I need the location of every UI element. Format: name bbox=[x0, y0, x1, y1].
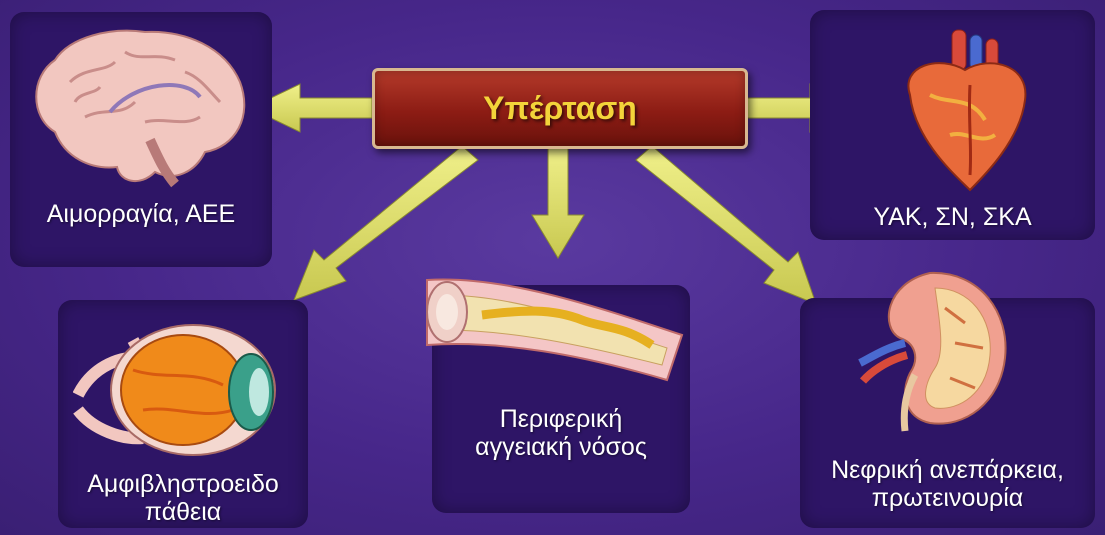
heart-label: ΥΑΚ, ΣΝ, ΣΚΑ bbox=[810, 203, 1095, 231]
center-title: Υπέρταση bbox=[483, 90, 637, 127]
brain-panel: Αιμορραγία, ΑΕΕ bbox=[10, 12, 272, 267]
vessel-label: Περιφερική αγγειακή νόσος bbox=[432, 405, 690, 461]
vessel-panel: Περιφερική αγγειακή νόσος bbox=[432, 285, 690, 513]
blood-vessel-icon bbox=[412, 260, 692, 390]
center-node-hypertension: Υπέρταση bbox=[372, 68, 748, 149]
eye-panel: Αμφιβληστροειδο πάθεια bbox=[58, 300, 308, 528]
brain-icon bbox=[25, 22, 255, 192]
kidney-icon bbox=[845, 263, 1015, 433]
kidney-label: Νεφρική ανεπάρκεια, πρωτεινουρία bbox=[800, 456, 1095, 512]
heart-panel: ΥΑΚ, ΣΝ, ΣΚΑ bbox=[810, 10, 1095, 240]
heart-icon bbox=[890, 25, 1040, 195]
arrow-to-vessel bbox=[532, 146, 584, 258]
eye-label: Αμφιβληστροειδο πάθεια bbox=[58, 470, 308, 526]
kidney-panel: Νεφρική ανεπάρκεια, πρωτεινουρία bbox=[800, 298, 1095, 528]
eye-icon bbox=[73, 310, 283, 460]
brain-label: Αιμορραγία, ΑΕΕ bbox=[10, 200, 272, 228]
